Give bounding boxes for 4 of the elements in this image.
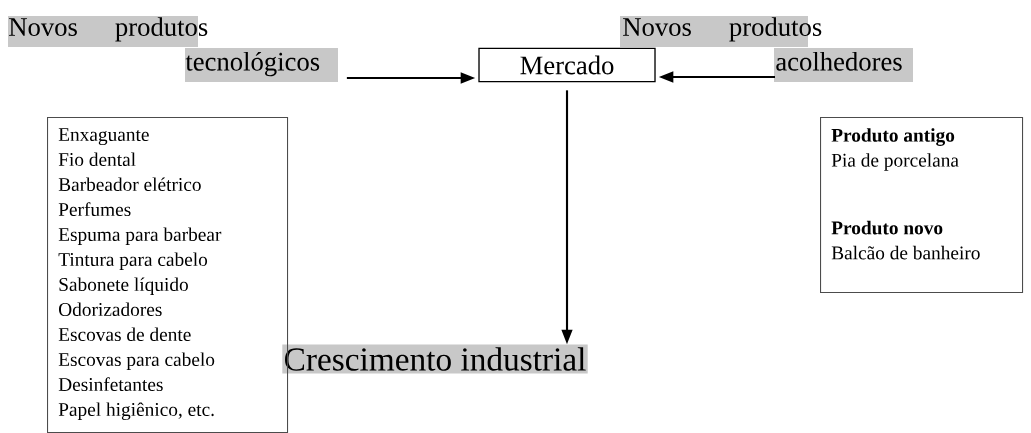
market-box: Mercado (478, 47, 656, 83)
highlighted-text: Novos produtos tecnológicos (8, 16, 338, 82)
list-box: Produto antigo Pia de porcelana Produto novo Balcão de banheiro (820, 117, 1024, 293)
highlighted-text: Novos produtos acolhedores (620, 16, 913, 82)
